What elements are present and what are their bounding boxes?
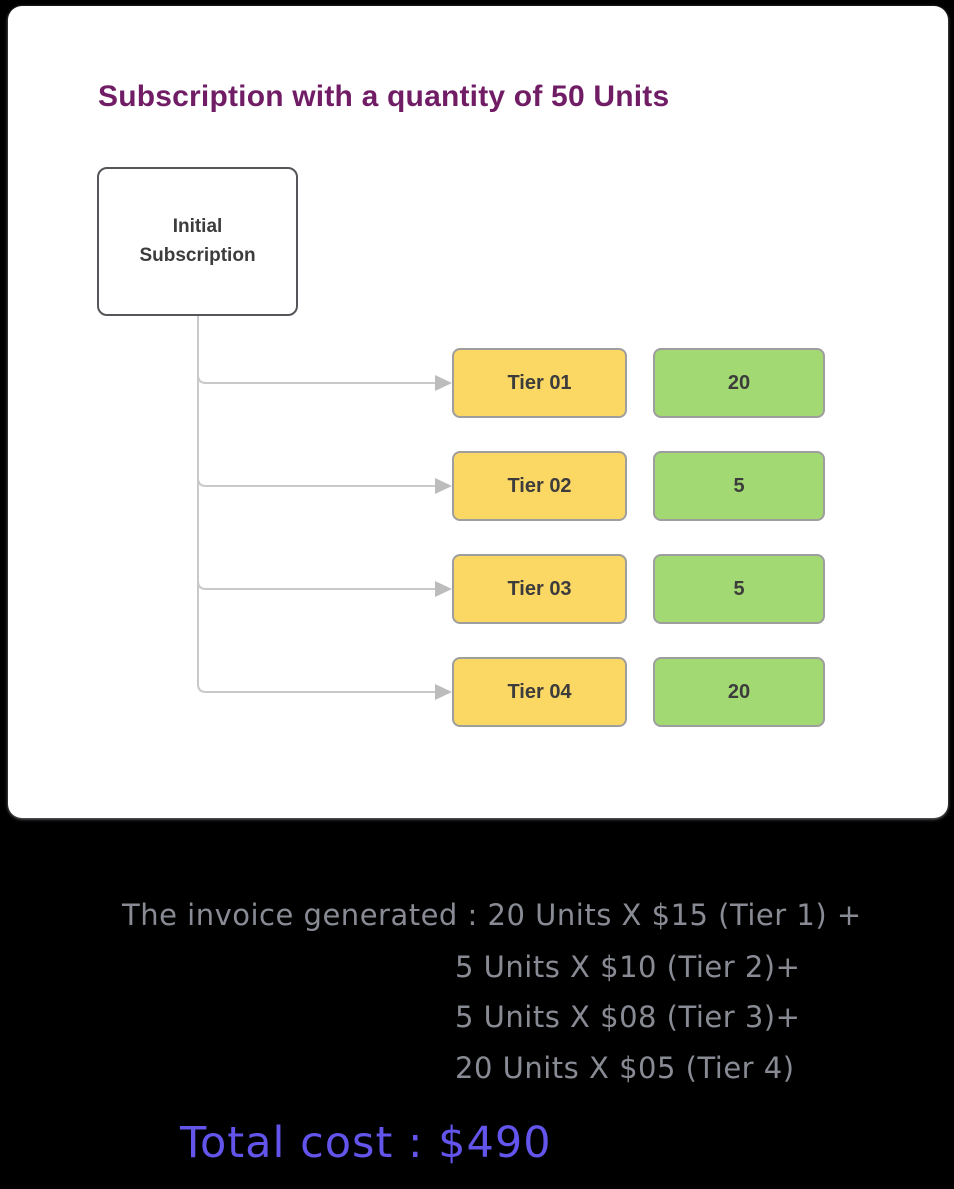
invoice-line-3: 5 Units X $08 (Tier 3)+ (455, 1000, 801, 1034)
tier-01-quantity: 20 (727, 371, 751, 394)
invoice-line-2: 5 Units X $10 (Tier 2)+ (455, 950, 801, 984)
connector-branch-tier-03 (197, 580, 436, 590)
tier-02-node: Tier 02 (452, 451, 627, 521)
invoice-line-4: 20 Units X $05 (Tier 4) (455, 1051, 795, 1085)
connector-branch-tier-04 (197, 316, 436, 693)
tier-04-quantity: 20 (727, 680, 751, 703)
connector-branch-tier-02 (197, 477, 436, 487)
tier-02-quantity-node: 5 (653, 451, 825, 521)
tier-03-quantity-node: 5 (653, 554, 825, 624)
tier-01-label: Tier 01 (507, 371, 572, 394)
arrowhead-icon (435, 375, 452, 391)
arrowhead-icon (435, 684, 452, 700)
initial-subscription-label: Initial Subscription (139, 216, 256, 266)
tier-04-node: Tier 04 (452, 657, 627, 727)
tier-row: Tier 03 5 (452, 554, 832, 624)
arrowhead-icon (435, 478, 452, 494)
tier-03-node: Tier 03 (452, 554, 627, 624)
tier-04-label: Tier 04 (507, 680, 572, 703)
tier-01-node: Tier 01 (452, 348, 627, 418)
tier-01-quantity-node: 20 (653, 348, 825, 418)
tier-row: Tier 01 20 (452, 348, 832, 418)
diagram-card: Subscription with a quantity of 50 Units… (8, 6, 948, 818)
connector-branch-tier-01 (197, 374, 436, 384)
total-cost-text: Total cost : $490 (180, 1118, 552, 1168)
tier-row: Tier 02 5 (452, 451, 832, 521)
invoice-line-1: The invoice generated : 20 Units X $15 (… (122, 898, 862, 932)
tier-03-quantity: 5 (733, 577, 745, 600)
tier-02-quantity: 5 (733, 474, 745, 497)
tier-02-label: Tier 02 (507, 474, 572, 497)
initial-subscription-node: Initial Subscription (97, 167, 298, 316)
tier-03-label: Tier 03 (507, 577, 572, 600)
diagram-title: Subscription with a quantity of 50 Units (98, 80, 670, 113)
arrowhead-icon (435, 581, 452, 597)
tier-04-quantity-node: 20 (653, 657, 825, 727)
connector-lines (197, 316, 452, 700)
tier-row: Tier 04 20 (452, 657, 832, 727)
